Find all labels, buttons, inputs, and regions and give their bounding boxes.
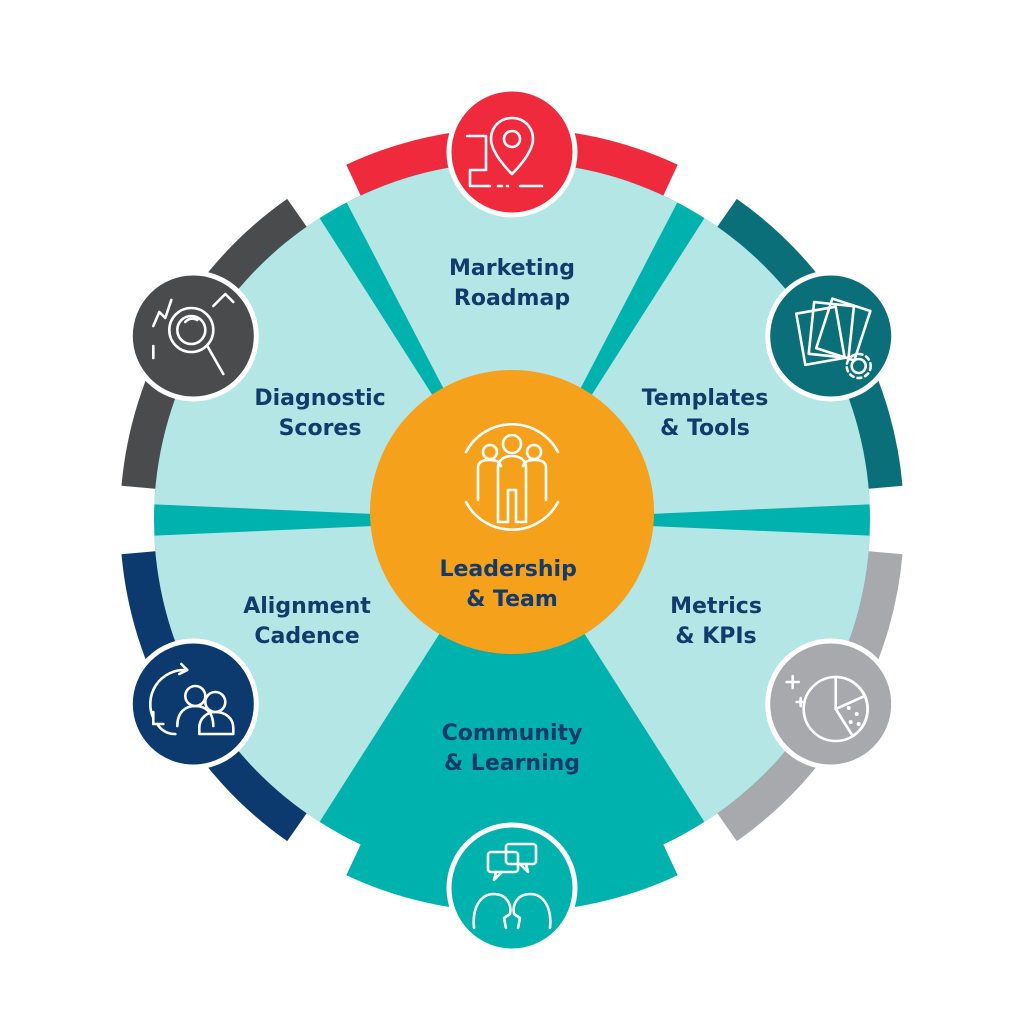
center-circle [370, 370, 654, 654]
map-pin-route-icon [465, 116, 544, 188]
center-hub[interactable]: Leadership & Team [370, 370, 654, 654]
team-icon [464, 423, 560, 531]
label-community-learning: Community& Learning [442, 721, 583, 776]
segment-marketing-roadmap[interactable] [346, 162, 678, 520]
icon-badges [127, 86, 897, 954]
badge-circle [127, 270, 259, 402]
badge-templates-tools[interactable] [765, 270, 897, 402]
people-cycle-icon [148, 662, 235, 736]
badge-marketing-roadmap[interactable] [446, 86, 578, 218]
badge-circle [765, 638, 897, 770]
pie-chart-icon [785, 674, 870, 743]
magnifier-icon [152, 292, 235, 376]
badge-metrics-kpis[interactable] [765, 638, 897, 770]
badge-diagnostic-scores[interactable] [127, 270, 259, 402]
badge-community-learning[interactable] [446, 822, 578, 954]
badge-circle [446, 822, 578, 954]
label-templates-tools: Templates& Tools [642, 386, 769, 441]
badge-alignment-cadence[interactable] [127, 638, 259, 770]
badge-circle [765, 270, 897, 402]
segment-community-learning[interactable] [346, 520, 678, 878]
badge-circle [446, 86, 578, 218]
label-metrics-kpis: Metrics& KPIs [670, 594, 762, 649]
badge-circle [127, 638, 259, 770]
conversation-icon [472, 842, 552, 930]
center-label: Leadership & Team [439, 557, 584, 612]
documents-gear-icon [794, 297, 873, 380]
